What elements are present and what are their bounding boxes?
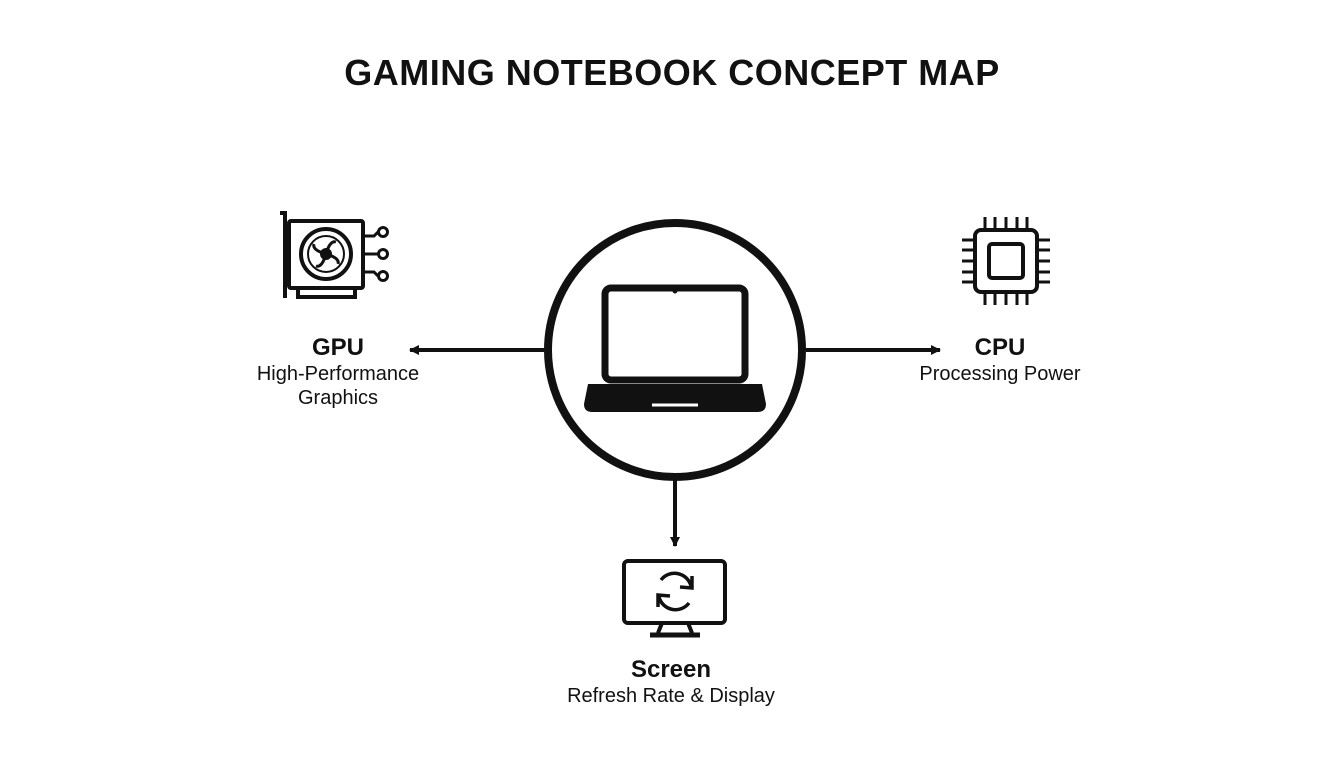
graphics-card-icon: [280, 211, 389, 299]
cpu-title: CPU: [974, 334, 1026, 361]
gpu-title: GPU: [311, 334, 364, 361]
monitor-refresh-icon: [622, 559, 727, 638]
center-laptop-node: [544, 219, 806, 481]
screen-subtitle: Refresh Rate & Display: [567, 685, 775, 707]
gpu-subtitle-line1: High-Performance: [256, 363, 420, 385]
screen-title: Screen: [630, 656, 712, 683]
diagram-title: GAMING NOTEBOOK CONCEPT MAP: [344, 52, 1000, 93]
cpu-chip-icon: [962, 217, 1050, 305]
gpu-node-label: GPU High-Performance Graphics: [238, 334, 438, 410]
gpu-subtitle-line2: Graphics: [297, 387, 379, 409]
cpu-node-label: CPU Processing Power: [900, 334, 1100, 386]
laptop-icon: [584, 284, 766, 412]
cpu-subtitle: Processing Power: [919, 363, 1081, 385]
screen-node-label: Screen Refresh Rate & Display: [531, 656, 811, 708]
